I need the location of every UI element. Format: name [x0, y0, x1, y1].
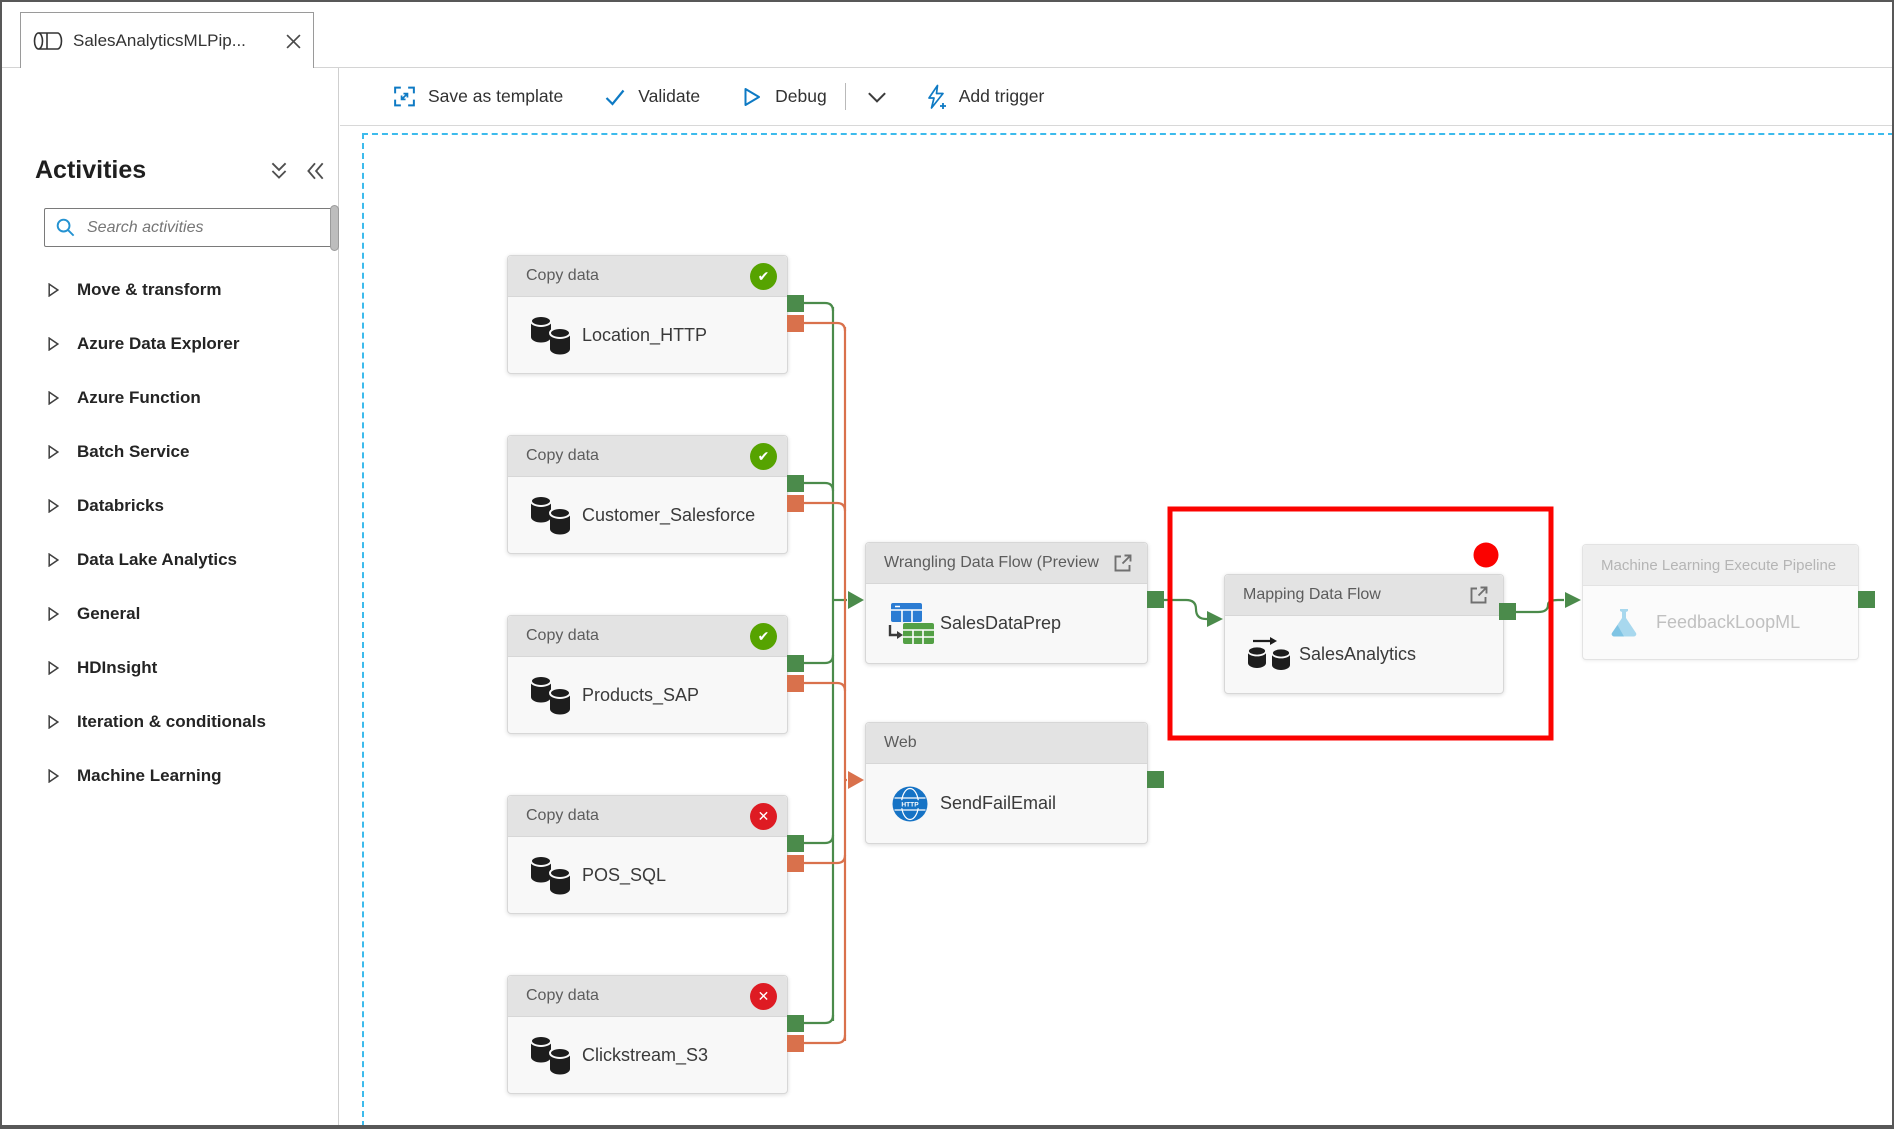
activity-node-ml-execute-pipeline[interactable]: Machine Learning Execute Pipeline Feedba…	[1582, 544, 1859, 660]
save-as-template-button[interactable]: Save as template	[392, 84, 563, 109]
sidebar-scrollbar[interactable]	[330, 205, 339, 251]
success-icon	[750, 263, 777, 290]
activity-node-mapping-dataflow[interactable]: Mapping Data Flow SalesAnalytics	[1224, 574, 1504, 694]
svg-text:HTTP: HTTP	[901, 801, 919, 808]
pipeline-tab[interactable]: SalesAnalyticsMLPip...	[20, 12, 314, 69]
error-icon	[750, 803, 777, 830]
sidebar-item-batch-service[interactable]: Batch Service	[48, 437, 330, 467]
wrangling-dataflow-icon	[886, 601, 936, 647]
sidebar-item-general[interactable]: General	[48, 599, 330, 629]
activity-node-copy-products-sap[interactable]: Copy data Products_SAP	[507, 615, 788, 734]
success-icon	[750, 443, 777, 470]
debug-play-icon	[740, 85, 764, 109]
http-globe-icon: HTTP	[891, 785, 929, 823]
copy-data-database-icon	[528, 854, 575, 896]
search-input[interactable]	[85, 217, 322, 238]
error-icon	[750, 983, 777, 1010]
copy-data-database-icon	[528, 674, 575, 716]
sidebar-item-azure-function[interactable]: Azure Function	[48, 383, 330, 413]
sidebar-item-hdinsight[interactable]: HDInsight	[48, 653, 330, 683]
external-link-icon[interactable]	[1467, 583, 1491, 607]
canvas-top-dashed-border	[362, 133, 1892, 135]
pipeline-toolbar: Save as template Validate Debug	[340, 68, 1892, 126]
close-icon[interactable]	[286, 33, 301, 49]
tab-title: SalesAnalyticsMLPip...	[73, 31, 246, 50]
collapse-all-icon[interactable]	[268, 160, 290, 182]
add-trigger-lightning-icon	[924, 84, 948, 110]
activity-node-copy-clickstream-s3[interactable]: Copy data Clickstream_S3	[507, 975, 788, 1094]
search-icon	[55, 217, 76, 238]
toolbar-divider	[844, 83, 846, 110]
activities-title: Activities	[35, 156, 147, 184]
sidebar-item-databricks[interactable]: Databricks	[48, 491, 330, 521]
mapping-dataflow-icon	[1245, 636, 1295, 674]
copy-data-database-icon	[528, 1034, 575, 1076]
activity-node-copy-pos-sql[interactable]: Copy data POS_SQL	[507, 795, 788, 914]
sidebar-item-iteration-conditionals[interactable]: Iteration & conditionals	[48, 707, 330, 737]
tab-bar: SalesAnalyticsMLPip...	[2, 2, 1892, 69]
activity-node-copy-location-http[interactable]: Copy data Location_HTTP	[507, 255, 788, 374]
copy-data-database-icon	[528, 314, 575, 356]
sidebar-item-move-transform[interactable]: Move & transform	[48, 275, 330, 305]
activity-node-web-sendfailemail[interactable]: Web HTTP SendFailEmail	[865, 722, 1148, 844]
pipeline-icon	[33, 31, 63, 51]
sidebar-item-azure-data-explorer[interactable]: Azure Data Explorer	[48, 329, 330, 359]
copy-data-database-icon	[528, 494, 575, 536]
add-trigger-button[interactable]: Add trigger	[924, 84, 1044, 110]
success-icon	[750, 623, 777, 650]
external-link-icon[interactable]	[1111, 551, 1135, 575]
sidebar-item-machine-learning[interactable]: Machine Learning	[48, 761, 330, 791]
search-activities-box[interactable]	[44, 208, 333, 247]
debug-options-chevron-icon[interactable]	[864, 84, 890, 110]
collapse-panel-icon[interactable]	[304, 160, 326, 182]
activities-sidebar: Activities Move & transform Azure Data E…	[2, 68, 339, 1125]
activity-node-copy-customer-salesforce[interactable]: Copy data Customer_Salesforce	[507, 435, 788, 554]
ml-flask-icon	[1607, 606, 1641, 640]
save-as-template-icon	[392, 84, 417, 109]
canvas-left-dashed-border	[362, 133, 364, 1125]
validate-check-icon	[603, 85, 627, 109]
sidebar-item-data-lake-analytics[interactable]: Data Lake Analytics	[48, 545, 330, 575]
debug-button[interactable]: Debug	[740, 85, 827, 109]
validate-button[interactable]: Validate	[603, 85, 700, 109]
activity-node-wrangling-dataflow[interactable]: Wrangling Data Flow (Preview SalesDataPr…	[865, 542, 1148, 664]
